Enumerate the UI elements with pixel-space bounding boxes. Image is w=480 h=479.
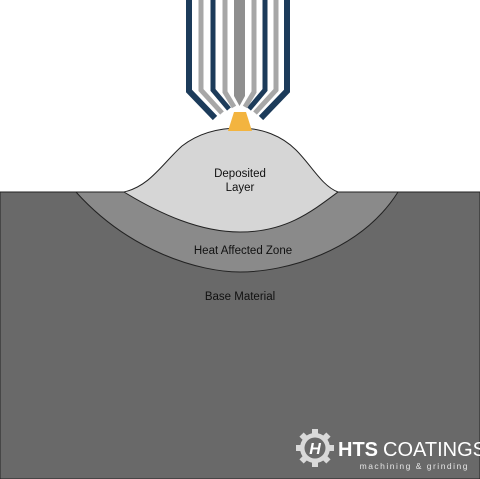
logo-initial: H xyxy=(309,441,321,458)
arc-flame xyxy=(228,112,252,131)
nozzle-electrode xyxy=(234,0,245,106)
deposited-layer-label-line1: Deposited xyxy=(214,168,266,180)
heat-affected-zone-label: Heat Affected Zone xyxy=(194,245,292,257)
logo-name-bold: HTS xyxy=(338,439,378,461)
gear-h-icon: H xyxy=(296,429,334,467)
nozzle-outer-left xyxy=(186,0,218,121)
base-material-label: Base Material xyxy=(205,291,275,303)
deposited-layer-label-line2: Layer xyxy=(226,182,255,194)
nozzle-outer-right xyxy=(258,0,290,121)
logo-name-rest: COATINGS xyxy=(383,439,480,461)
nozzle-inner-right xyxy=(247,0,268,111)
torch-nozzle xyxy=(186,0,290,121)
nozzle-wall-left-1 xyxy=(198,0,224,115)
logo-tagline: machining & grinding xyxy=(360,461,469,471)
nozzle-inner-left xyxy=(210,0,231,111)
nozzle-wall-left-2 xyxy=(222,0,237,109)
nozzle-wall-right-1 xyxy=(253,0,279,115)
deposited-layer-region xyxy=(122,127,340,233)
nozzle-wall-right-2 xyxy=(242,0,257,109)
